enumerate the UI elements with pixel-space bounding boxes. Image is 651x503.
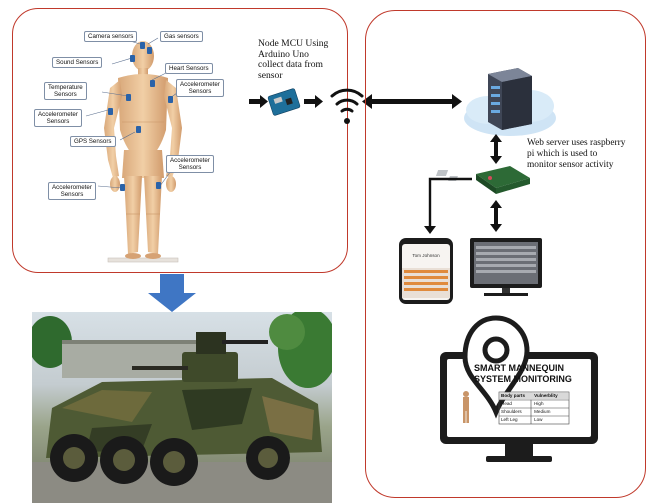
vulnerability-table: Body parts Vulnerblity Head High Shoulde… — [499, 392, 569, 424]
phone-screen-name: Tom Johnson — [412, 253, 440, 258]
accelerometer-sensors-label-left-upper: Accelerometer Sensors — [34, 109, 82, 127]
table-cell-body-part: Shoulders — [501, 409, 522, 414]
monitoring-panel — [365, 10, 646, 498]
table-cell-body-part: Left Leg — [501, 417, 518, 422]
temperature-sensors-line2: Sensors — [54, 91, 77, 98]
table-row: Head High — [499, 400, 569, 408]
table-header-body-parts: Body parts — [501, 393, 525, 398]
temperature-sensors-line1: Temperature — [48, 84, 83, 91]
nodemcu-caption: Node MCU Using Arduino Uno collect data … — [258, 38, 329, 81]
gps-sensors-label: GPS Sensors — [70, 136, 116, 147]
accelerometer-sensor-marker — [108, 108, 113, 115]
webserver-caption: Web server uses raspberry pi which is us… — [527, 138, 625, 171]
accelerometer-label-line1: Accelerometer — [52, 184, 92, 191]
table-cell-body-part: Head — [501, 401, 512, 406]
accelerometer-label-line2: Sensors — [60, 191, 84, 198]
accelerometer-label-line1: Accelerometer — [180, 81, 220, 88]
table-header-vulnerability: Vulnerblity — [534, 393, 558, 398]
heart-sensors-label: Heart Sensors — [165, 63, 213, 74]
accelerometer-sensors-label-right-upper: Accelerometer Sensors — [176, 79, 224, 97]
table-header-row: Body parts Vulnerblity — [499, 392, 569, 400]
webserver-caption-line1: Web server uses raspberry — [527, 138, 626, 148]
nodemcu-caption-line1: Node MCU Using — [258, 38, 329, 49]
accelerometer-label-line1: Accelerometer — [170, 157, 210, 164]
sound-sensor-marker — [130, 55, 135, 62]
down-arrow-icon — [148, 274, 196, 312]
accelerometer-label-line2: Sensors — [178, 164, 202, 171]
dashboard-title-line2: SYSTEM MONITORING — [474, 373, 572, 384]
camera-sensor-marker — [140, 42, 145, 49]
nodemcu-caption-line4: sensor — [258, 69, 283, 81]
accelerometer-label-line1: Accelerometer — [38, 111, 78, 118]
accelerometer-sensor-marker — [156, 182, 161, 189]
webserver-caption-line3: monitor sensor activity — [527, 160, 614, 170]
camera-sensors-label: Camera sensors — [84, 31, 138, 42]
nodemcu-caption-line3: collect data from — [258, 59, 323, 70]
accelerometer-label-line2: Sensors — [46, 118, 70, 125]
gas-sensors-label: Gas sensors — [160, 31, 203, 42]
dashboard-title: SMART MANNEQUIN SYSTEM MONITORING — [474, 363, 592, 384]
gps-sensor-marker — [136, 126, 141, 133]
dashboard-title-line1: SMART MANNEQUIN — [474, 363, 564, 373]
mannequin-panel — [12, 8, 348, 273]
accelerometer-sensor-marker — [168, 96, 173, 103]
webserver-caption-line2: pi which is used to — [527, 149, 598, 159]
armored-vehicle-image — [32, 312, 332, 503]
table-cell-vulnerability: Medium — [534, 409, 551, 414]
accelerometer-label-line2: Sensors — [188, 88, 212, 95]
heart-sensor-marker — [150, 80, 155, 87]
table-row: Shoulders Medium — [499, 408, 569, 416]
accelerometer-sensors-label-right-lower: Accelerometer Sensors — [166, 155, 214, 173]
gas-sensor-marker — [147, 47, 152, 54]
temperature-sensor-marker — [126, 94, 131, 101]
table-cell-vulnerability: Low — [534, 417, 543, 422]
sound-sensors-label: Sound Sensors — [52, 57, 103, 68]
armored-vehicle-photo — [32, 312, 332, 503]
nodemcu-caption-line2: Arduino Uno — [258, 48, 309, 60]
table-row: Left Leg Low — [499, 416, 569, 424]
accelerometer-sensor-marker — [120, 184, 125, 191]
accelerometer-sensors-label-left-lower: Accelerometer Sensors — [48, 182, 96, 200]
table-cell-vulnerability: High — [534, 401, 544, 406]
temperature-sensors-label: Temperature Sensors — [44, 82, 87, 100]
